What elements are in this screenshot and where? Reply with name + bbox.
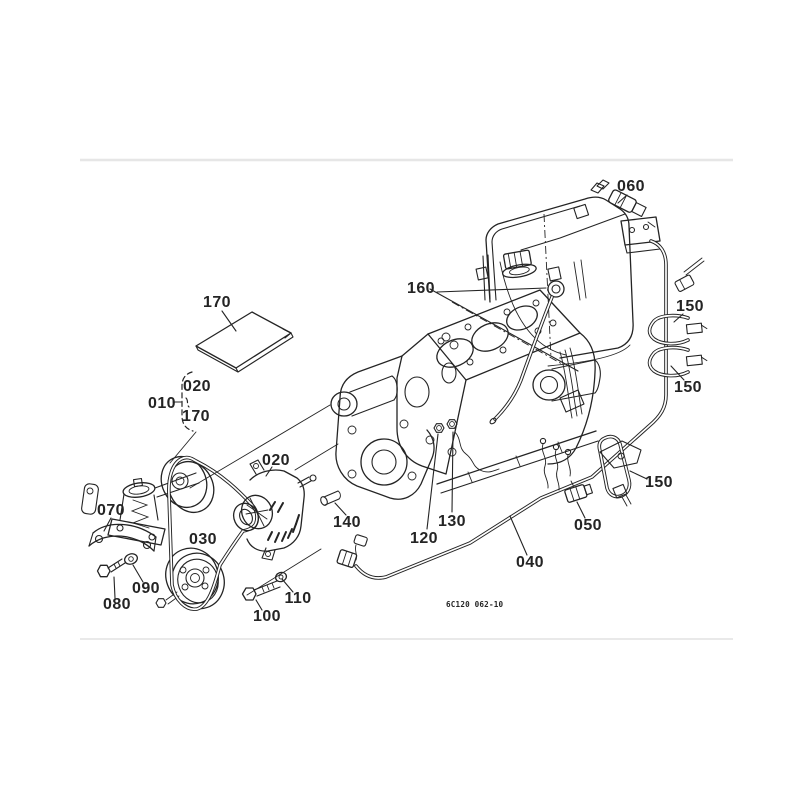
part-label-090: 090 [132,580,160,597]
washer-110 [274,571,288,583]
bolt-080 [96,558,126,578]
part-label-020: 020 [262,452,290,469]
leader-lines [103,194,685,611]
wire-harness-040 [336,239,668,580]
bolt-100 [241,580,281,601]
clip-connector [674,257,705,292]
terminal-nuts-120-130 [433,419,458,433]
alternator-020 [232,459,317,561]
part-label-070: 070 [97,502,125,519]
part-label-150: 150 [645,474,673,491]
part-label-130: 130 [438,513,466,530]
part-label-060: 060 [617,178,645,195]
part-label-160: 160 [407,280,435,297]
part-label-080: 080 [103,596,131,613]
hose-clamp-150-upper [647,313,708,346]
part-label-170: 170 [182,408,210,425]
fuel-tank [429,196,634,372]
drawing-number: 6C120 062-10 [446,600,503,609]
gear-case [320,355,435,506]
page-rules [80,158,733,640]
part-label-150: 150 [674,379,702,396]
engine-block [396,289,642,494]
bracket-070 [88,523,157,552]
part-label-040: 040 [516,554,544,571]
fan-pulley [160,456,215,513]
crank-pulley [155,547,225,610]
glow-plug-sensor-060 [590,179,661,254]
part-label-010: 010 [148,395,176,412]
injection-lines [559,347,585,419]
part-label-020: 020 [183,378,211,395]
dipstick-160 [489,280,565,425]
part-label-150: 150 [676,298,704,315]
filler-cap [501,249,537,279]
part-label-100: 100 [253,608,281,625]
pin-140 [320,490,341,506]
legend-bracket [172,371,194,432]
alternator-vents [267,501,300,543]
hose-clamp-150-lower [647,345,708,378]
part-label-050: 050 [574,517,602,534]
band-strap-150 [597,434,632,507]
part-label-030: 030 [189,531,217,548]
alignment-lines [169,404,339,596]
part-label-110: 110 [284,590,311,607]
part-label-120: 120 [410,530,438,547]
part-label-140: 140 [333,514,361,531]
gasket-plate-170 [195,311,294,373]
part-label-170: 170 [203,294,231,311]
washer-090 [124,553,138,565]
